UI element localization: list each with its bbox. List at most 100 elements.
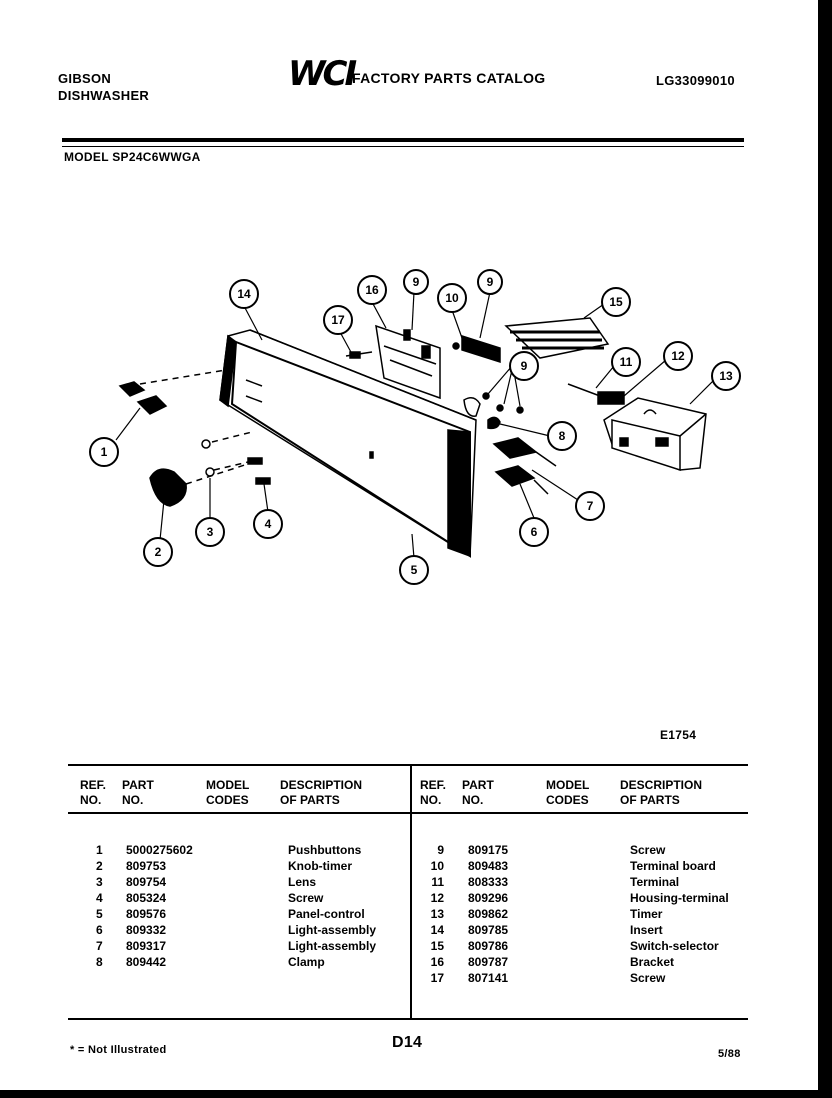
catalog-page: GIBSON DISHWASHER WCI FACTORY PARTS CATA… — [0, 0, 818, 1090]
part-description: Timer — [630, 907, 663, 921]
part-number: 809317 — [126, 939, 167, 953]
part-description: Switch-selector — [630, 939, 719, 953]
table-row: 3 — [96, 875, 103, 889]
table-row: 11 — [431, 875, 444, 889]
table-row: 14 — [430, 923, 444, 937]
part-description: Light-assembly — [288, 923, 377, 937]
header-ref-no-right: REF.NO. — [420, 778, 447, 807]
right-ref-column: 9 10 11 12 13 14 15 16 17 — [428, 842, 444, 986]
part-description: Housing-terminal — [630, 891, 729, 905]
part-description: Terminal board — [630, 859, 716, 873]
svg-text:8: 8 — [559, 429, 566, 443]
table-row: 8 — [96, 955, 103, 969]
header-rule-thin — [62, 146, 744, 147]
svg-text:14: 14 — [237, 287, 251, 301]
right-desc-column: Screw Terminal board Terminal Housing-te… — [630, 842, 729, 986]
part-number: 809175 — [468, 843, 509, 857]
part-number: 809787 — [468, 955, 509, 969]
table-row: 13 — [430, 907, 444, 921]
part-description: Screw — [630, 843, 666, 857]
svg-text:4: 4 — [265, 517, 272, 531]
right-part-column: 809175 809483 808333 809296 809862 80978… — [468, 842, 508, 986]
svg-text:9: 9 — [413, 275, 420, 289]
part-number: 809862 — [468, 907, 509, 921]
part-description: Lens — [288, 875, 317, 889]
callout-9b: 9 — [477, 269, 503, 295]
header-rule — [62, 138, 744, 142]
table-row: 15 — [430, 939, 444, 953]
part-description: Terminal — [630, 875, 680, 889]
table-row: 6 — [96, 923, 103, 937]
table-bottom-rule — [68, 1018, 748, 1020]
callout-10: 10 — [437, 283, 467, 313]
callout-1: 1 — [89, 437, 119, 467]
table-top-rule — [68, 764, 748, 766]
table-column-divider — [410, 766, 412, 1018]
svg-text:16: 16 — [365, 283, 379, 297]
part-number: 807141 — [468, 971, 509, 985]
left-ref-column: 1 2 3 4 5 6 7 8 — [96, 842, 103, 970]
part-number: 809483 — [468, 859, 509, 873]
bracket-drawing — [375, 324, 441, 400]
part-number: 809442 — [126, 955, 167, 969]
part-number: 809785 — [468, 923, 509, 937]
table-row: 7 — [96, 939, 103, 953]
brand-name: GIBSON — [58, 71, 112, 86]
print-date: 5/88 — [718, 1048, 741, 1060]
catalog-code: LG33099010 — [656, 73, 735, 88]
product-type: DISHWASHER — [58, 88, 150, 103]
callout-13: 13 — [711, 361, 741, 391]
control-panel-drawing — [219, 329, 477, 558]
svg-text:1: 1 — [101, 445, 108, 459]
svg-text:9: 9 — [487, 275, 494, 289]
part-number: 5000275602 — [126, 843, 193, 857]
part-number: 809576 — [126, 907, 167, 921]
exploded-parts-diagram: 1 2 3 4 5 6 7 8 9 9 9 10 11 12 13 14 15 … — [89, 269, 741, 585]
svg-text:17: 17 — [331, 313, 345, 327]
callout-7: 7 — [575, 491, 605, 521]
left-part-column: 5000275602 809753 809754 805324 809576 8… — [126, 842, 193, 970]
part-number: 809332 — [126, 923, 167, 937]
callout-15: 15 — [601, 287, 631, 317]
part-description: Screw — [288, 891, 324, 905]
part-description: Bracket — [630, 955, 675, 969]
table-row: 12 — [430, 891, 444, 905]
svg-text:5: 5 — [411, 563, 418, 577]
table-row: 5 — [96, 907, 103, 921]
callout-4: 4 — [253, 509, 283, 539]
table-row: 10 — [430, 859, 444, 873]
svg-text:2: 2 — [155, 545, 162, 559]
callout-9c: 9 — [509, 351, 539, 381]
part-description: Insert — [630, 923, 663, 937]
part-number: 809786 — [468, 939, 509, 953]
svg-text:9: 9 — [521, 359, 528, 373]
knob-drawing — [149, 461, 255, 507]
svg-text:11: 11 — [620, 355, 633, 369]
svg-text:13: 13 — [719, 369, 733, 383]
callout-11: 11 — [611, 347, 641, 377]
svg-text:7: 7 — [587, 499, 594, 513]
table-row: 1 — [96, 843, 103, 857]
part-description: Light-assembly — [288, 939, 377, 953]
light-assembly-drawing — [492, 437, 557, 495]
table-row: 2 — [96, 859, 103, 873]
selector-switch-drawing — [504, 317, 610, 359]
part-description: Pushbuttons — [288, 843, 362, 857]
svg-text:3: 3 — [207, 525, 214, 539]
table-row: 9 — [437, 843, 444, 857]
catalog-title: FACTORY PARTS CATALOG — [352, 70, 546, 86]
callout-5: 5 — [399, 555, 429, 585]
wci-logo: WCI — [288, 54, 357, 94]
table-row: 17 — [430, 971, 444, 985]
page-number: D14 — [392, 1034, 423, 1051]
footnote: * = Not Illustrated — [70, 1044, 167, 1056]
callout-16: 16 — [357, 275, 387, 305]
table-header-rule — [68, 812, 748, 814]
callout-12: 12 — [663, 341, 693, 371]
